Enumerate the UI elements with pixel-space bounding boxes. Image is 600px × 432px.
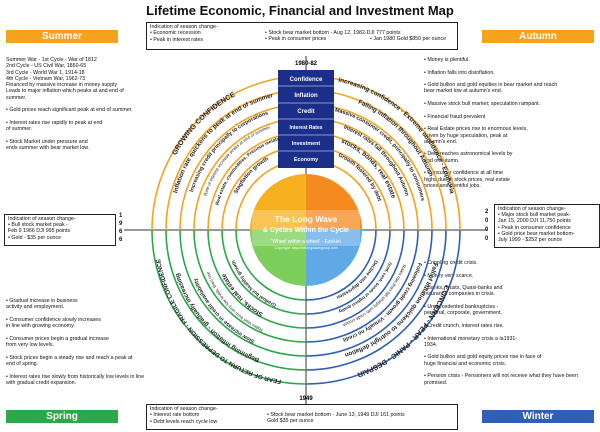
ladder-confidence: Confidence: [290, 77, 323, 83]
spring-notes: • Gradual increase in business activity …: [6, 298, 145, 386]
center-subtitle: 'Wheel within a wheel' - Ezekiel: [271, 239, 340, 245]
left-year-digit: 6: [119, 237, 123, 243]
right-year-digit: 0: [485, 236, 489, 242]
left-year: 1 9 6 6: [119, 212, 125, 244]
outer-summer-text: GROWING CONFIDENCE: [170, 90, 237, 157]
ladder-inflation: Inflation: [294, 93, 318, 99]
top-box-mid-text: • Stock bear market bottom - Aug 12, 198…: [265, 30, 401, 43]
top-indication-box: Indication of season change- • Economic …: [146, 22, 458, 50]
bottom-box-left-text: Indication of season change- • Interest …: [150, 406, 218, 425]
bottom-indication-box: Indication of season change- • Interest …: [146, 404, 458, 430]
ring4-spring-text: Rates start from very low levels, then r…: [205, 271, 263, 333]
long-wave-wheel: Confidence Inflation Credit Interest Rat…: [124, 56, 488, 404]
ring3-spring-text: Slow increase in credit availability: [193, 277, 256, 344]
winter-notes: • Crippling credit crisis. • Money very …: [424, 260, 578, 386]
spring-rings: [151, 229, 307, 385]
center-title-box: The Long Wave & Cycles Within the Cycle …: [252, 210, 360, 250]
center-title-line1: The Long Wave: [275, 214, 338, 224]
ladder-economy: Economy: [294, 157, 318, 163]
ladder-credit: Credit: [297, 109, 314, 115]
left-year-digit: 6: [119, 229, 123, 235]
bottom-year-label: 1949: [299, 396, 313, 402]
right-year-digit: 0: [485, 218, 489, 224]
ladder-investment: Investment: [292, 141, 321, 147]
right-indication-box: Indication of season change- • Major sto…: [494, 204, 600, 248]
center-title-line2: & Cycles Within the Cycle: [263, 227, 349, 234]
season-label-autumn: Autumn: [482, 30, 594, 43]
winter-rings: [305, 229, 461, 385]
label-ladder: Confidence Inflation Credit Interest Rat…: [278, 70, 334, 168]
top-year-label: 1980-82: [295, 61, 318, 67]
summer-notes: Summer War - 1st Cycle - War of 1812 2nd…: [6, 57, 133, 152]
right-year-digit: 2: [485, 209, 489, 215]
page-title: Lifetime Economic, Financial and Investm…: [146, 3, 454, 18]
left-indication-box: Indication of season change- • Bull stoc…: [4, 214, 116, 246]
season-label-spring: Spring: [6, 410, 118, 423]
ring5-autumn-text: stocks, bonds, real estate: [340, 138, 397, 200]
center-copyright: Copyright: www.thelongwavegroup.com: [274, 246, 337, 250]
left-year-digit: 1: [119, 213, 123, 219]
ladder-interest-rates: Interest Rates: [289, 125, 322, 131]
season-label-winter: Winter: [482, 410, 594, 423]
center-pie: [250, 174, 362, 286]
bottom-box-right-text: • Stock bear market bottom - June 13, 19…: [267, 412, 405, 425]
autumn-notes: • Money is plentiful. • Inflation falls …: [424, 57, 558, 189]
left-year-digit: 9: [119, 221, 123, 227]
season-label-summer: Summer: [6, 30, 118, 43]
top-box-left-text: Indication of season change- • Economic …: [150, 24, 218, 43]
top-box-right-text: • Jan 1980 Gold $850 per ounce: [370, 36, 447, 43]
